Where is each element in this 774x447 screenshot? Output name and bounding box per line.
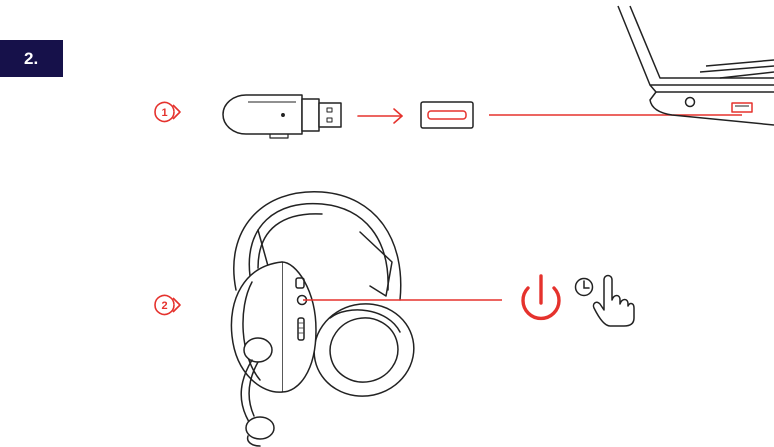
headset-icon [230, 191, 415, 447]
step-2-marker: 2 [154, 294, 181, 316]
usb-dongle-icon [222, 94, 342, 139]
step-1-number: 1 [161, 107, 167, 119]
step-2-number: 2 [161, 300, 167, 312]
clock-icon [574, 277, 594, 297]
arrow-right-icon [357, 108, 403, 124]
step-badge: 2. [0, 40, 63, 77]
usb-port-icon [420, 101, 474, 129]
power-icon [521, 274, 561, 321]
step-1-marker: 1 [154, 101, 181, 123]
laptop-icon [617, 5, 774, 126]
pointing-hand-icon [592, 274, 635, 327]
